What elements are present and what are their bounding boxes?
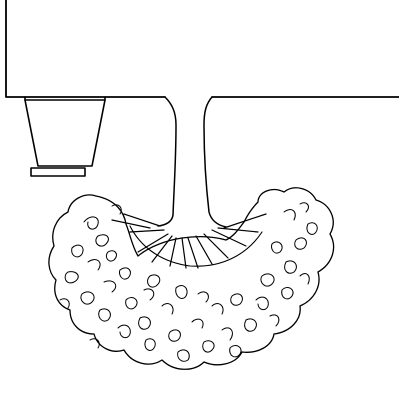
- housing-block-icon: [6, 0, 399, 97]
- branch-lines-icon: [112, 214, 266, 268]
- nozzle-icon: [25, 97, 105, 176]
- textured-mass-icon: [49, 188, 334, 369]
- mass-texture: [60, 203, 317, 362]
- stem-icon: [158, 97, 226, 227]
